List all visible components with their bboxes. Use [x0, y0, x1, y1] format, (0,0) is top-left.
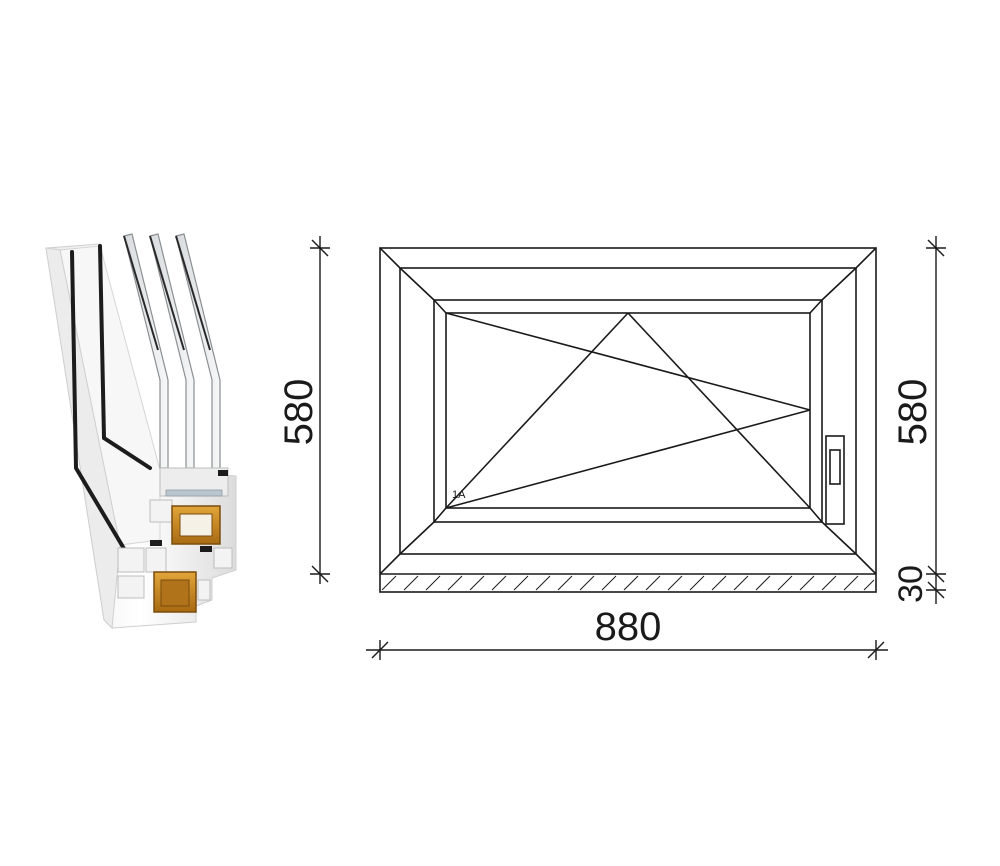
miter-sash-br	[809, 507, 823, 523]
dimension-lines	[310, 236, 946, 660]
window-elevation	[379, 247, 877, 593]
miter-outer-br	[855, 553, 877, 575]
gasket-glass-mid	[149, 235, 185, 351]
profile-cross-section	[45, 233, 237, 630]
miter-frame-tl	[399, 267, 435, 301]
miter-outer-bl	[379, 553, 401, 575]
miter-outer-tr	[855, 247, 877, 269]
gasket-bit-1	[150, 540, 162, 546]
gasket-bit-3	[218, 470, 228, 476]
dim-right-label: 580	[891, 379, 935, 446]
miter-frame-tr	[821, 267, 857, 301]
turn-line-top	[445, 312, 811, 411]
gasket-inner	[98, 244, 152, 470]
turn-line-bottom	[445, 409, 811, 509]
tilt-line-right	[627, 312, 811, 509]
outer-frame	[379, 247, 877, 593]
miter-sash-tr	[809, 299, 823, 314]
miter-sash-tl	[433, 299, 447, 314]
sash-outer	[433, 299, 823, 523]
miter-sash-bl	[433, 507, 447, 523]
gasket-glass-left	[123, 235, 159, 351]
sash-inner	[445, 312, 811, 509]
dim-left-label: 580	[277, 379, 321, 446]
gasket-outer	[70, 250, 128, 554]
profile-chambers	[117, 499, 233, 601]
gasket-bit-2	[200, 546, 212, 552]
spacer-detail	[165, 489, 223, 497]
miter-outer-tl	[379, 247, 401, 269]
handle-base	[825, 435, 845, 525]
dim-width-label: 880	[595, 605, 662, 649]
miter-frame-br	[821, 521, 857, 555]
gasket-glass-right	[175, 235, 211, 351]
handle-lever	[829, 449, 841, 485]
frame-inner-edge	[399, 267, 857, 555]
tilt-line-left	[445, 312, 629, 509]
dim-sill-label: 30	[892, 565, 930, 603]
sill-hatching	[381, 575, 875, 591]
sash-label: 1A	[452, 489, 466, 501]
miter-frame-bl	[399, 521, 435, 555]
sash-reinforcement-hollow	[179, 513, 213, 537]
frame-reinforcement-hollow	[160, 579, 190, 607]
frame-face	[45, 247, 121, 630]
